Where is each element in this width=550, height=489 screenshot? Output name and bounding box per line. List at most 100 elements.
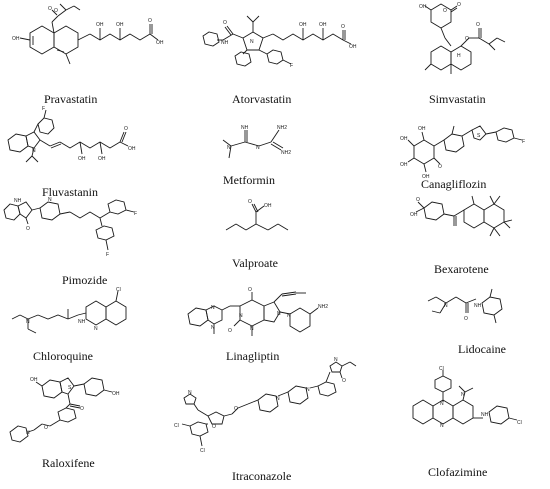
caption-chloroquine: Chloroquine: [33, 349, 93, 363]
atom-label: OH: [96, 22, 104, 28]
structure-pimozide: O NH N F F: [0, 192, 175, 276]
atom-label: Cl: [174, 423, 179, 429]
caption-fluvastatin: Fluvastanin: [42, 185, 98, 199]
atom-label: O: [464, 316, 468, 322]
atom-label: OH: [410, 212, 418, 218]
structure-clofazimine: Cl N N N NH Cl: [405, 366, 550, 462]
atom-label: OH: [264, 203, 272, 209]
atom-label: N: [440, 423, 444, 429]
atom-label: OH: [112, 391, 120, 397]
atom-label: N: [277, 311, 281, 317]
atom-label: OH: [400, 136, 408, 142]
canagliflozin-drawing: OH OH OH OH O S F: [400, 125, 525, 180]
atom-label: NH: [474, 303, 482, 309]
atom-label: O: [54, 8, 58, 14]
atom-label: N: [276, 396, 280, 402]
atom-label: OH: [116, 22, 124, 28]
atom-label: N: [334, 357, 338, 363]
atom-label: O: [26, 226, 30, 232]
atom-label: OH: [98, 156, 106, 162]
atom-label: N: [211, 325, 215, 331]
atom-label: N: [250, 39, 254, 45]
caption-clofazimine: Clofazimine: [428, 465, 488, 479]
atom-label: N: [256, 145, 260, 151]
atom-label: Cl: [517, 420, 522, 426]
atom-label: N: [48, 197, 52, 203]
fluvastatin-drawing: F N OH OH O OH: [7, 106, 136, 163]
structure-itraconazole: N O N N O O N Cl Cl: [170, 357, 385, 468]
linagliptin-drawing: N N O O N N N N NH2: [187, 287, 328, 336]
atom-label: O: [341, 24, 345, 30]
structure-pravastatin: OH OH OH O OH O O: [0, 0, 175, 96]
valproate-drawing: O OH: [225, 199, 289, 231]
caption-simvastatin: Simvastatin: [429, 92, 486, 106]
pimozide-drawing: O NH N F F: [3, 197, 137, 258]
caption-raloxifene: Raloxifene: [42, 456, 95, 470]
atom-label: N: [188, 390, 192, 396]
atom-label: N: [239, 313, 243, 319]
bexarotene-drawing: OH O: [410, 195, 513, 237]
atom-label: N: [26, 430, 30, 436]
structure-lidocaine: N O NH: [420, 285, 550, 345]
atom-label: O: [416, 197, 420, 203]
atom-label: OH: [30, 377, 38, 383]
caption-atorvastatin: Atorvastatin: [232, 92, 292, 106]
atom-label: N: [94, 326, 98, 332]
clofazimine-drawing: Cl N N N NH Cl: [412, 366, 522, 429]
atom-label: Cl: [200, 448, 205, 454]
atom-label: O: [124, 126, 128, 132]
atom-label: OH: [400, 162, 408, 168]
metformin-drawing: N NH N NH2 NH2: [222, 125, 291, 159]
structure-valproate: O OH: [220, 198, 340, 258]
atom-label: N: [444, 303, 448, 309]
structure-chloroquine: N NH N Cl: [0, 285, 165, 355]
atom-label: O: [457, 2, 461, 8]
structure-raloxifene: OH S OH O O N: [0, 372, 165, 472]
structure-bexarotene: OH O: [410, 192, 550, 262]
atom-label: F: [134, 211, 137, 217]
simvastatin-drawing: OH O O O O H: [419, 2, 506, 74]
caption-lidocaine: Lidocaine: [458, 342, 506, 356]
atom-label: O: [148, 18, 152, 24]
atom-label: O: [48, 6, 52, 12]
atom-label: O: [476, 22, 480, 28]
atom-label: O: [465, 36, 469, 42]
atom-label: O: [80, 406, 84, 412]
caption-canagliflozin: Canagliflozin: [421, 177, 487, 191]
atom-label: Cl: [116, 287, 121, 293]
atom-label: OH: [422, 174, 430, 180]
atom-label: NH: [481, 412, 489, 418]
atom-label: O: [248, 199, 252, 205]
atom-label: O: [443, 8, 447, 14]
caption-linagliptin: Linagliptin: [226, 349, 280, 363]
atom-label: OH: [319, 22, 327, 28]
atom-label: O: [44, 425, 48, 431]
atom-label: OH: [418, 126, 426, 132]
atom-label: NH: [78, 319, 86, 325]
structure-canagliflozin: OH OH OH OH O S F: [400, 106, 550, 182]
structure-fluvastatin: F N OH OH O OH: [0, 106, 175, 182]
atom-label: O: [223, 20, 227, 26]
chloroquine-drawing: N NH N Cl: [11, 287, 127, 334]
atom-label: O: [234, 406, 238, 412]
itraconazole-drawing: N O N N O O N Cl Cl: [174, 357, 357, 454]
atom-label: N: [306, 387, 310, 393]
caption-pravastatin: Pravastatin: [44, 92, 98, 106]
caption-valproate: Valproate: [232, 256, 278, 270]
atom-label: H: [457, 53, 461, 59]
atom-label: N: [227, 145, 231, 151]
atom-label: NH: [241, 125, 249, 131]
atom-label: N: [250, 326, 254, 332]
atom-label: F: [290, 63, 293, 69]
caption-bexarotene: Bexarotene: [434, 262, 489, 276]
structure-simvastatin: OH O O O O H: [405, 0, 550, 96]
atom-label: NH2: [277, 125, 287, 131]
atom-label: NH: [221, 40, 229, 46]
structure-linagliptin: N N O O N N N N NH2: [182, 282, 372, 354]
atom-label: S: [477, 133, 481, 139]
atom-label: OH: [299, 22, 307, 28]
atom-label: NH: [14, 198, 22, 204]
atom-label: N: [461, 392, 465, 398]
atom-label: O: [212, 424, 216, 430]
